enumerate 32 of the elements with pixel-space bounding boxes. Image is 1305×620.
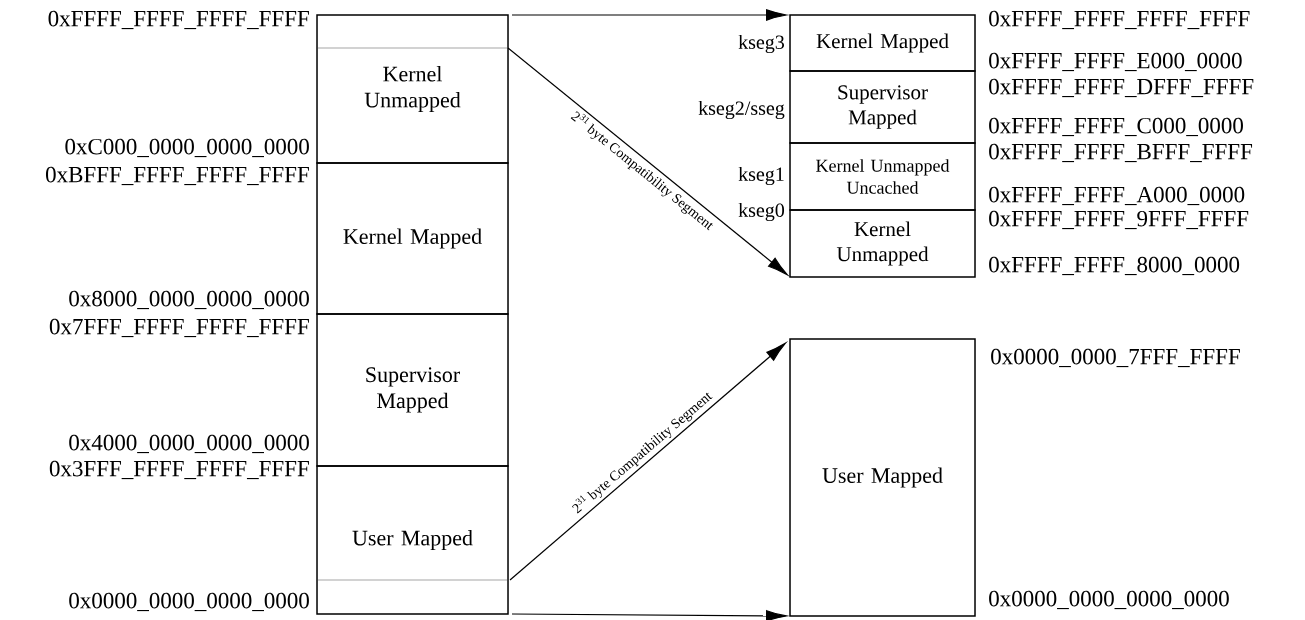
address-label: 0xFFFF_FFFF_BFFF_FFFF xyxy=(989,143,1253,163)
address-label: 0xFFFF_FFFF_8000_0000 xyxy=(989,256,1240,276)
address-label: 0x8000_0000_0000_0000 xyxy=(69,290,309,310)
segment-name: kseg0 xyxy=(738,202,785,222)
memory-segment-box: Supervisor Mapped xyxy=(789,70,976,144)
address-label: 0xFFFF_FFFF_C000_0000 xyxy=(989,117,1243,137)
memory-segment-box: User Mapped xyxy=(789,338,976,617)
address-label: 0xFFFF_FFFF_DFFF_FFFF xyxy=(989,78,1254,98)
address-label: 0xFFFF_FFFF_A000_0000 xyxy=(989,186,1245,206)
arrow xyxy=(511,610,787,620)
address-label: 0xFFFF_FFFF_FFFF_FFFF xyxy=(48,10,309,30)
address-label: 0xBFFF_FFFF_FFFF_FFFF xyxy=(46,166,309,186)
arrow xyxy=(507,47,788,276)
segment-name: kseg2/sseg xyxy=(698,100,785,120)
segment-name: kseg3 xyxy=(738,34,785,54)
address-label: 0x3FFF_FFFF_FFFF_FFFF xyxy=(49,460,309,480)
segment-name: kseg1 xyxy=(738,166,784,186)
address-label: 0xFFFF_FFFF_9FFF_FFFF xyxy=(989,210,1249,230)
memory-segment-box: Kernel Unmapped Uncached xyxy=(789,142,976,211)
memory-segment-box: Kernel Mapped xyxy=(789,14,976,72)
memory-segment-box: Supervisor Mapped xyxy=(316,313,509,467)
memory-segment-box: Kernel Unmapped xyxy=(316,14,509,164)
memory-segment-box: Kernel Mapped xyxy=(316,162,509,315)
memory-segment-box: User Mapped xyxy=(316,465,509,615)
address-label: 0x4000_0000_0000_0000 xyxy=(69,434,309,454)
address-label: 0x7FFF_FFFF_FFFF_FFFF xyxy=(49,318,309,338)
arrow xyxy=(511,9,787,21)
memory-segment-box: Kernel Unmapped xyxy=(789,209,976,278)
address-label: 0xFFFF_FFFF_E000_0000 xyxy=(989,52,1242,72)
address-label: 0xC000_0000_0000_0000 xyxy=(65,138,309,158)
address-label: 0xFFFF_FFFF_FFFF_FFFF xyxy=(989,10,1250,30)
arrow xyxy=(509,342,786,581)
